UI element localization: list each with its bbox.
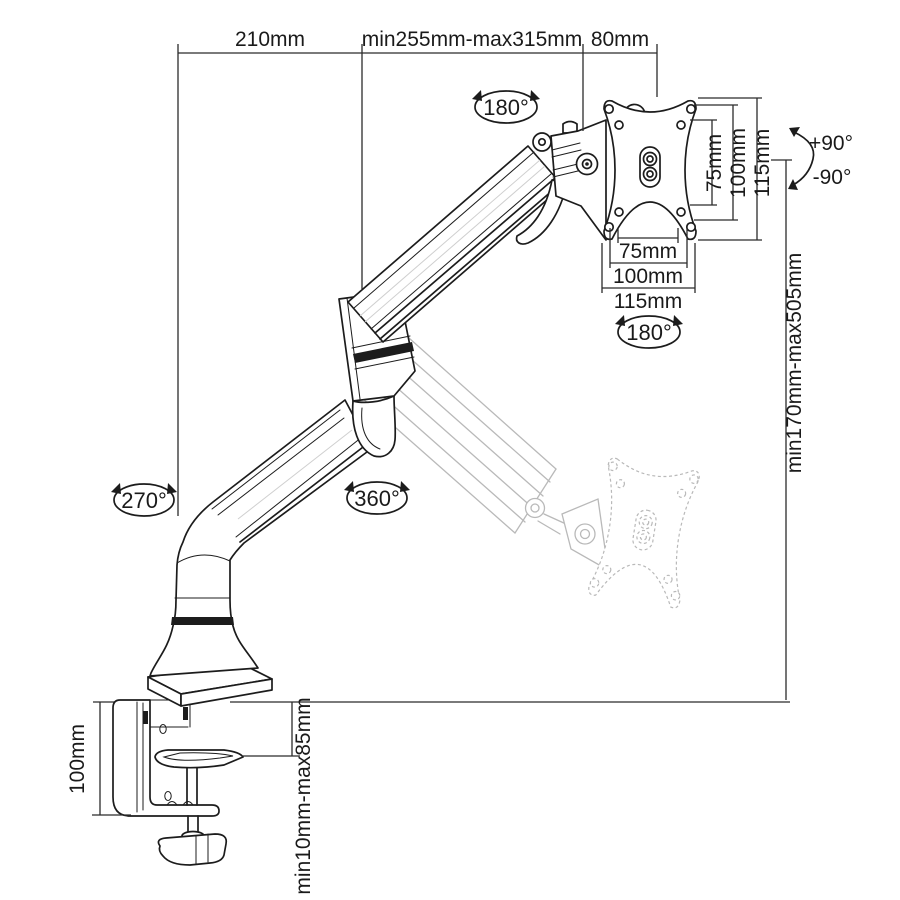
plate-rotation-ellipse xyxy=(617,315,681,349)
cable-hook xyxy=(515,179,568,245)
head-swivel-ellipse xyxy=(474,90,538,124)
dim-base-offset-label: 210mm xyxy=(235,28,305,51)
vesa-h-75-label: 75mm xyxy=(619,240,677,263)
clamp-height-line xyxy=(92,702,131,816)
base-rotation-label: 270° xyxy=(121,488,167,513)
vesa-v-100-bracket xyxy=(694,104,738,221)
vesa-h-115-label: 115mm xyxy=(614,290,682,313)
desk-thickness-line xyxy=(243,702,300,757)
dim-head-offset-label: 80mm xyxy=(591,28,649,51)
vesa-h-100-label: 100mm xyxy=(613,265,683,288)
head-joint xyxy=(515,119,607,245)
vesa-plate xyxy=(603,100,697,240)
labels: 210mm min255mm-max315mm 80mm 180° 75mm 1… xyxy=(66,28,853,895)
vesa-v-115-bracket xyxy=(698,97,762,241)
clamp-bracket xyxy=(112,699,220,817)
vesa-v-115-label: 115mm xyxy=(751,129,774,197)
tilt-arc xyxy=(792,131,815,186)
tilt-up-label: +90° xyxy=(809,132,853,155)
vesa-h-115-bracket xyxy=(601,243,696,293)
vesa-v-100-label: 100mm xyxy=(727,128,750,198)
clamp-knob xyxy=(157,833,228,866)
clamp-slot xyxy=(183,707,188,720)
vesa-v-75-bracket xyxy=(690,119,717,206)
desk-clamp xyxy=(112,699,244,866)
ghost-vesa-plate xyxy=(587,456,701,610)
desk-thickness-label: min10mm-max85mm xyxy=(292,697,315,894)
elbow-boot xyxy=(351,395,397,458)
arm-rotation-label: 360° xyxy=(354,486,400,511)
tilt-down-label: -90° xyxy=(813,166,852,189)
vesa-h-75-bracket xyxy=(617,228,679,243)
upper-arm xyxy=(347,145,564,343)
tilt-bracket xyxy=(550,119,607,241)
vesa-v-75-label: 75mm xyxy=(703,134,726,192)
height-range-line xyxy=(771,159,792,700)
head-swivel-label: 180° xyxy=(483,95,529,120)
clamp-height-label: 100mm xyxy=(66,724,89,794)
clamp-slot xyxy=(143,711,148,724)
clamp-hole xyxy=(159,724,167,734)
dim-arm-reach-label: min255mm-max315mm xyxy=(362,28,583,51)
plate-rotation-label: 180° xyxy=(626,320,672,345)
vesa-h-100-bracket xyxy=(609,228,688,268)
rotation-indicators xyxy=(111,90,815,517)
pedestal-band xyxy=(171,617,234,625)
clamp-hole xyxy=(164,791,172,801)
lower-arm-beam xyxy=(149,399,372,677)
arm-rotation-ellipse xyxy=(346,481,408,515)
dimension-lines xyxy=(92,44,792,816)
base-pedestal xyxy=(147,399,372,707)
height-range-label: min170mm-max505mm xyxy=(783,253,806,474)
base-rotation-ellipse xyxy=(113,483,175,517)
